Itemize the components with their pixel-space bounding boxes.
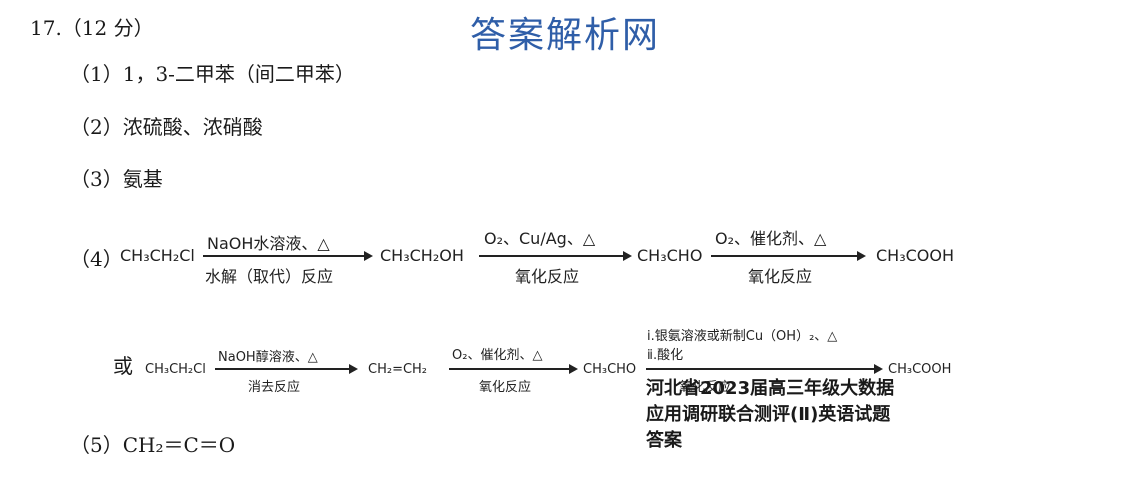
answer-3: （3）氨基 xyxy=(70,167,163,191)
route1-step1-type: 水解（取代）反应 xyxy=(205,267,334,286)
route2-compound-2: CH₂=CH₂ xyxy=(368,362,428,377)
route2-arrow-3 xyxy=(646,364,883,374)
ad-line-1: 河北省2023届高三年级大数据 xyxy=(646,378,895,399)
route1-compound-2: CH₃CH₂OH xyxy=(380,246,464,265)
route1-compound-3: CH₃CHO xyxy=(637,246,703,265)
question-number: 17.（12 分） xyxy=(30,16,154,40)
answer-5: （5）CH₂＝C＝O xyxy=(70,433,236,457)
route2-step3-type: 氧化反应 xyxy=(679,380,732,395)
route2-step1-type: 消去反应 xyxy=(248,380,301,395)
route2-arrow-1 xyxy=(215,364,358,374)
route2-arrow-2 xyxy=(449,364,578,374)
route2-compound-1: CH₃CH₂Cl xyxy=(145,362,206,377)
route2-step3-reagent-1: ⅰ.银氨溶液或新制Cu（OH）₂、△ xyxy=(647,329,838,344)
route1-step2-type: 氧化反应 xyxy=(515,267,580,286)
watermark-logo: 答案解析网 xyxy=(470,15,661,56)
route1-arrow-1 xyxy=(203,251,373,261)
route1-compound-1: CH₃CH₂Cl xyxy=(120,246,195,265)
route1-compound-4: CH₃COOH xyxy=(876,246,955,265)
route1-step3-type: 氧化反应 xyxy=(748,267,813,286)
route1-step3-reagent: O₂、催化剂、△ xyxy=(715,229,827,248)
answer-2: （2）浓硫酸、浓硝酸 xyxy=(70,115,263,139)
route1-step1-reagent: NaOH水溶液、△ xyxy=(207,234,330,253)
ad-line-3: 答案 xyxy=(646,430,682,452)
route2-compound-4: CH₃COOH xyxy=(888,362,952,377)
route2-step1-reagent: NaOH醇溶液、△ xyxy=(218,350,318,365)
answer-4-label: （4） xyxy=(70,247,123,271)
route1-arrow-3 xyxy=(711,251,866,261)
ad-overlay-text[interactable]: 河北省2023届高三年级大数据 应用调研联合测评(Ⅱ)英语试题 答案 xyxy=(646,376,946,454)
answer-1: （1）1，3-二甲苯（间二甲苯） xyxy=(70,62,355,86)
or-label: 或 xyxy=(113,354,133,378)
route1-step2-reagent: O₂、Cu/Ag、△ xyxy=(484,229,596,248)
route2-compound-3: CH₃CHO xyxy=(583,362,637,377)
route1-arrow-2 xyxy=(479,251,632,261)
ad-line-2: 应用调研联合测评(Ⅱ)英语试题 xyxy=(646,404,891,426)
route2-step2-type: 氧化反应 xyxy=(479,380,532,395)
route2-step2-reagent: O₂、催化剂、△ xyxy=(452,348,543,363)
route2-step3-reagent-2: ⅱ.酸化 xyxy=(647,348,684,363)
